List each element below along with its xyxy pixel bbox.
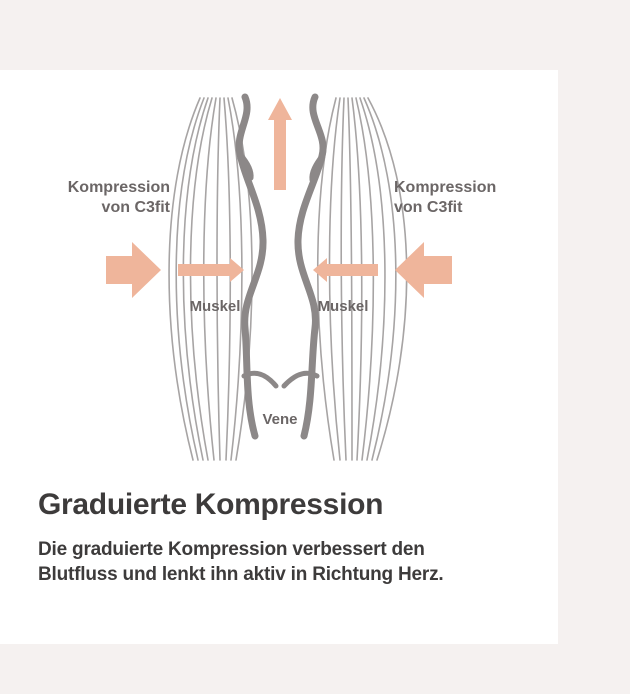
right-inner-arrow (313, 258, 378, 282)
right-muscle-fiber (347, 97, 353, 461)
vein-label: Vene (262, 411, 297, 428)
vein-left-valve-bottom (241, 370, 279, 389)
left-compression-label-line-2: von C3fit (101, 199, 170, 217)
compression-card: Muskel Muskel Vene Kompression von C3fit… (0, 70, 558, 644)
left-muscle-fiber (216, 97, 221, 461)
right-compression-label: Kompression von C3fit (394, 178, 534, 219)
right-compression-label-line-1: Kompression (394, 179, 497, 196)
vein (235, 93, 327, 440)
right-muscle-fiber (340, 97, 347, 461)
left-muscle-fiber (175, 97, 205, 461)
right-muscle-fiber (316, 97, 337, 461)
compression-description: Die graduierte Kompression verbessert de… (38, 538, 553, 587)
left-compression-arrow (106, 242, 161, 298)
vein-left-valve-top (237, 151, 254, 181)
muscle-left-label: Muskel (190, 298, 241, 315)
right-muscle-fiber (355, 97, 375, 461)
right-muscle (316, 97, 408, 461)
muscle-right-label: Muskel (318, 298, 369, 315)
vein-left-wall (235, 93, 267, 440)
left-muscle-fiber (227, 97, 243, 461)
right-compression-arrow (395, 242, 452, 298)
blood-flow-arrow (268, 98, 292, 190)
left-inner-arrow (178, 258, 244, 282)
left-compression-label: Kompression von C3fit (30, 178, 170, 219)
right-muscle-fiber (351, 97, 363, 461)
left-muscle-fiber (202, 97, 217, 461)
description-line-1: Die graduierte Kompression verbessert de… (38, 539, 425, 560)
vein-right-valve-bottom (281, 370, 320, 389)
right-compression-label-line-2: von C3fit (394, 199, 463, 217)
right-muscle-fiber (328, 97, 341, 461)
left-muscle-fiber (223, 97, 232, 461)
left-muscle-fiber (168, 97, 201, 461)
right-muscle-fiber (359, 97, 386, 461)
graduated-compression-title: Graduierte Kompression (38, 488, 384, 521)
right-muscle-fiber (363, 97, 397, 461)
vein-right-valve-top (309, 153, 325, 183)
muscle-compression-diagram: Muskel Muskel Vene (106, 93, 452, 461)
vein-right-wall (294, 93, 327, 440)
description-line-2: Blutfluss und lenkt ihn aktiv in Richtun… (38, 563, 444, 585)
left-compression-label-line-1: Kompression (67, 179, 170, 196)
